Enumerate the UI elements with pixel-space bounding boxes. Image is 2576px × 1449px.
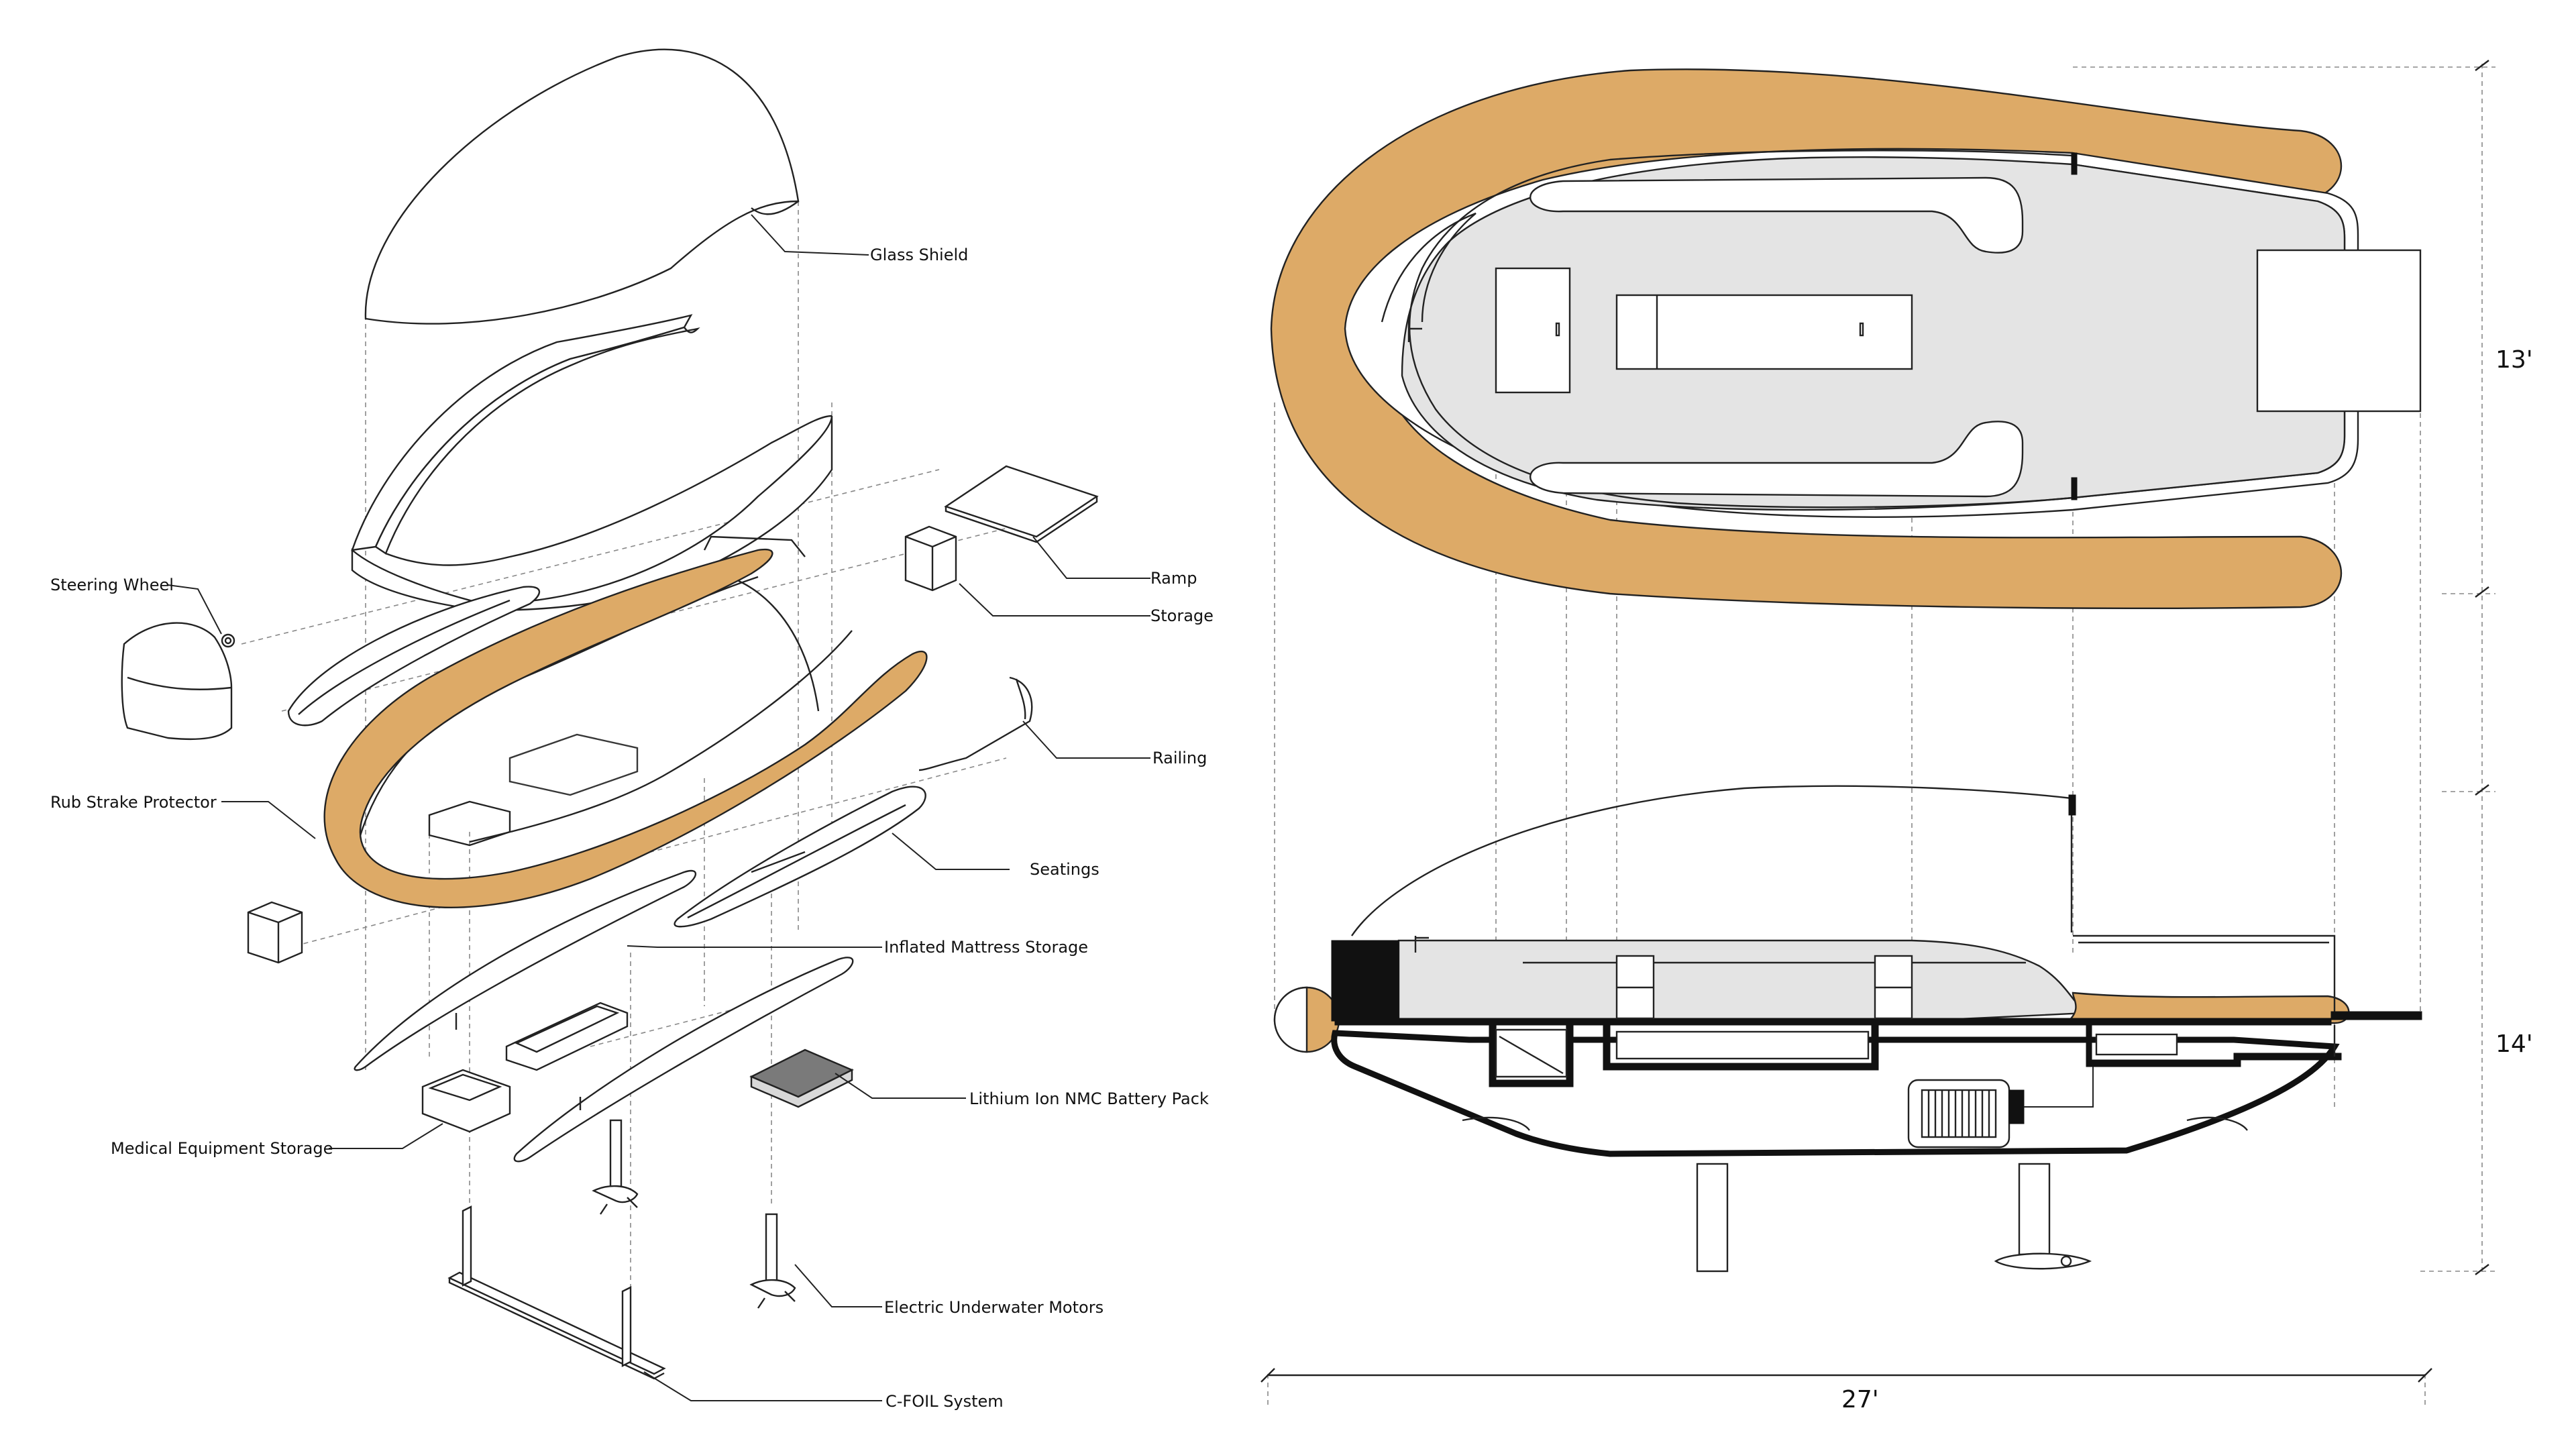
side-glass-shield: [1351, 785, 2072, 936]
side-c-foil: [1696, 1163, 2092, 1273]
label-glass-shield: Glass Shield: [870, 246, 968, 264]
label-seatings: Seatings: [1030, 860, 1099, 879]
small-box: [247, 901, 303, 964]
label-railing: Railing: [1152, 749, 1207, 767]
dimension-lines: 13' 14' 27': [1260, 60, 2533, 1413]
plan-mattress-storage: [1615, 294, 1913, 370]
plan-seat-bottom: [1529, 421, 2024, 498]
label-storage: Storage: [1150, 606, 1214, 625]
rub-strake-protector: [323, 548, 928, 908]
leader-lines: [167, 214, 1150, 1401]
label-c-foil: C-FOIL System: [885, 1392, 1004, 1411]
mattress-storage-box: [505, 1002, 629, 1071]
side-hull: [1331, 1030, 2340, 1157]
lower-hull-right: [513, 957, 854, 1163]
storage-cabinet: [904, 525, 957, 592]
label-battery: Lithium Ion NMC Battery Pack: [969, 1089, 1209, 1108]
underwater-motor-right: [749, 1213, 796, 1309]
glass-shield: [364, 48, 800, 325]
seating-right: [674, 786, 926, 928]
railing: [918, 676, 1033, 771]
side-rub-strake: [2063, 991, 2350, 1024]
plan-storage-cabinet: [1495, 267, 1571, 394]
label-medical-storage: Medical Equipment Storage: [111, 1139, 333, 1158]
label-mattress-storage: Inflated Mattress Storage: [884, 938, 1088, 957]
plan-view: [1267, 66, 2496, 1409]
exploded-axonometric-view: Glass Shield Steering Wheel Ramp Storage…: [50, 48, 1214, 1411]
label-motors: Electric Underwater Motors: [884, 1298, 1104, 1317]
dimension-plan-width: 13': [2496, 346, 2533, 374]
side-bow-block: [1331, 940, 1399, 1022]
ramp: [944, 465, 1099, 543]
label-ramp: Ramp: [1150, 569, 1197, 588]
medical-storage-box: [421, 1069, 511, 1133]
lower-hull-left: [354, 869, 697, 1071]
seating-left: [287, 586, 541, 727]
side-elevation: [1273, 785, 2422, 1273]
component-labels: Glass Shield Steering Wheel Ramp Storage…: [50, 246, 1214, 1411]
side-cabin: [1397, 939, 2089, 1021]
underwater-motor-left: [592, 1119, 639, 1215]
dimension-overall-length: 27': [1841, 1386, 1879, 1413]
steering-console: [121, 622, 235, 741]
label-steering-wheel: Steering Wheel: [50, 576, 174, 594]
label-rub-strake: Rub Strake Protector: [50, 793, 217, 812]
steering-wheel-icon: [221, 633, 235, 648]
c-foil-system: [447, 1205, 666, 1380]
dimension-side-height: 14': [2496, 1030, 2533, 1058]
plan-seat-top: [1529, 176, 2024, 254]
battery-pack: [749, 1049, 854, 1108]
side-motor: [1907, 1067, 2094, 1148]
plan-ramp: [2256, 249, 2422, 413]
